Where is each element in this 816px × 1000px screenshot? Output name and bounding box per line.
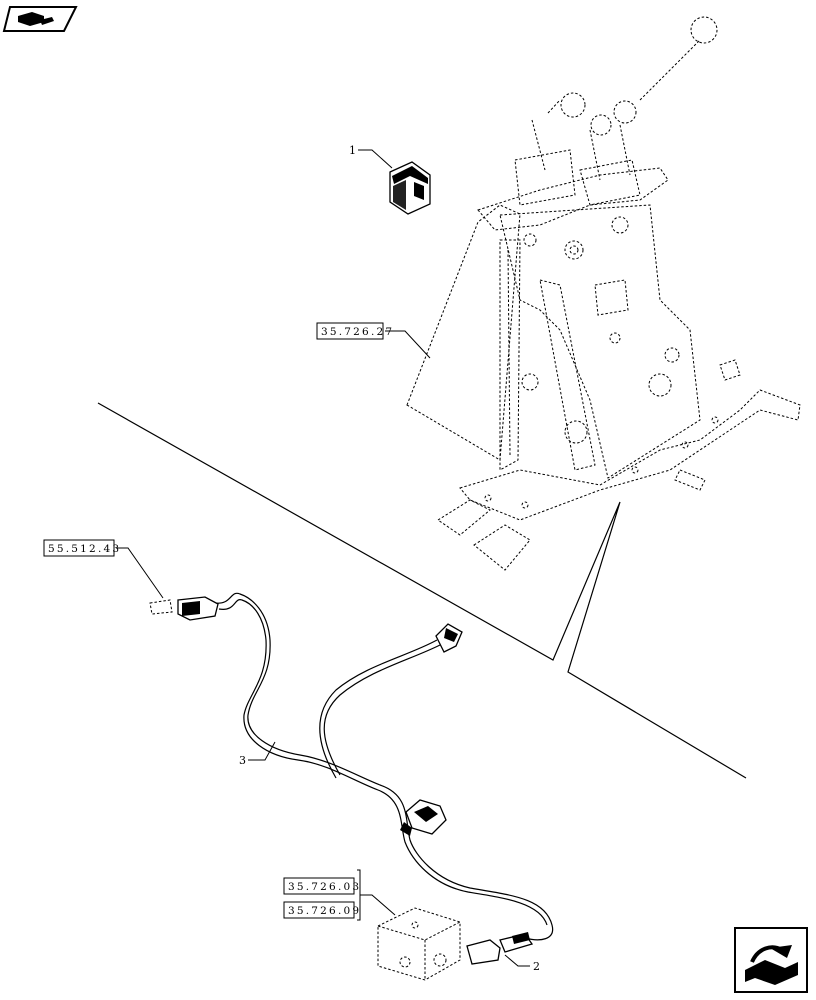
reference-console-label: 35.726.27 xyxy=(321,326,394,338)
callout-2: 2 xyxy=(533,960,540,973)
joystick-console-assembly xyxy=(406,16,801,571)
reference-console[interactable]: 35.726.27 xyxy=(316,322,394,340)
reference-valve-b[interactable]: 35.726.09 xyxy=(283,901,361,919)
leader-lines xyxy=(116,149,530,967)
callout-1: 1 xyxy=(349,144,356,157)
callout-3: 3 xyxy=(239,754,246,767)
previous-page-icon[interactable] xyxy=(2,6,78,32)
rocker-switch xyxy=(389,161,431,215)
reference-valve-a-label: 35.726.03 xyxy=(288,881,361,893)
reference-sensor[interactable]: 55.512.43 xyxy=(43,539,121,557)
wiring-harness xyxy=(149,592,554,965)
reference-valve-a[interactable]: 35.726.03 xyxy=(283,877,361,895)
valve-block xyxy=(377,907,461,981)
reference-sensor-label: 55.512.43 xyxy=(48,543,121,555)
next-page-icon[interactable] xyxy=(734,927,808,993)
section-divider-line xyxy=(97,402,747,779)
reference-valve-b-label: 35.726.09 xyxy=(288,905,361,917)
